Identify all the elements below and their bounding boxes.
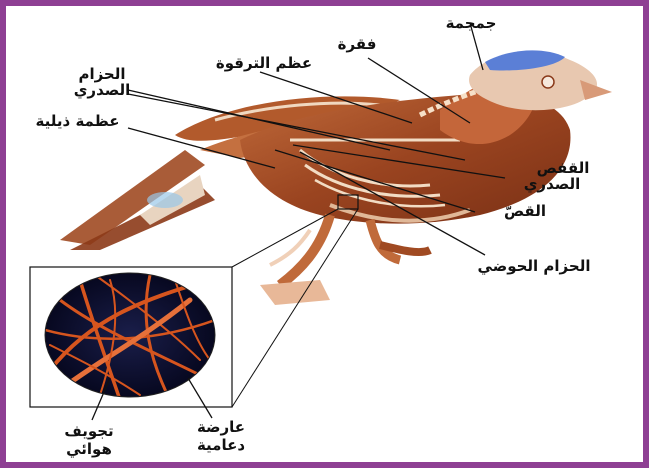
label-rib-cage-line2: الصدري [510,176,594,193]
label-keel: القصّ [500,203,550,220]
label-strut-line2: دعامية [190,437,252,454]
label-skull: جمجمة [440,15,502,32]
zoom-line-bottom [232,209,358,407]
label-vertebra: فقرة [332,36,382,53]
tail-feathers [60,150,215,250]
label-tail-bone: عظمة ذيلية [25,113,130,130]
label-air-cavity-line2: هوائي [58,441,120,458]
label-pectoral-girdle-line2: الصدري [70,82,134,99]
label-strut-line1: عارضة [190,419,252,436]
skull-drawing [469,50,612,110]
label-pelvic-girdle: الحزام الحوضي [470,258,598,275]
label-air-cavity-line1: تجويف [58,423,120,440]
label-clavicle: عظم الترقوة [210,55,318,72]
